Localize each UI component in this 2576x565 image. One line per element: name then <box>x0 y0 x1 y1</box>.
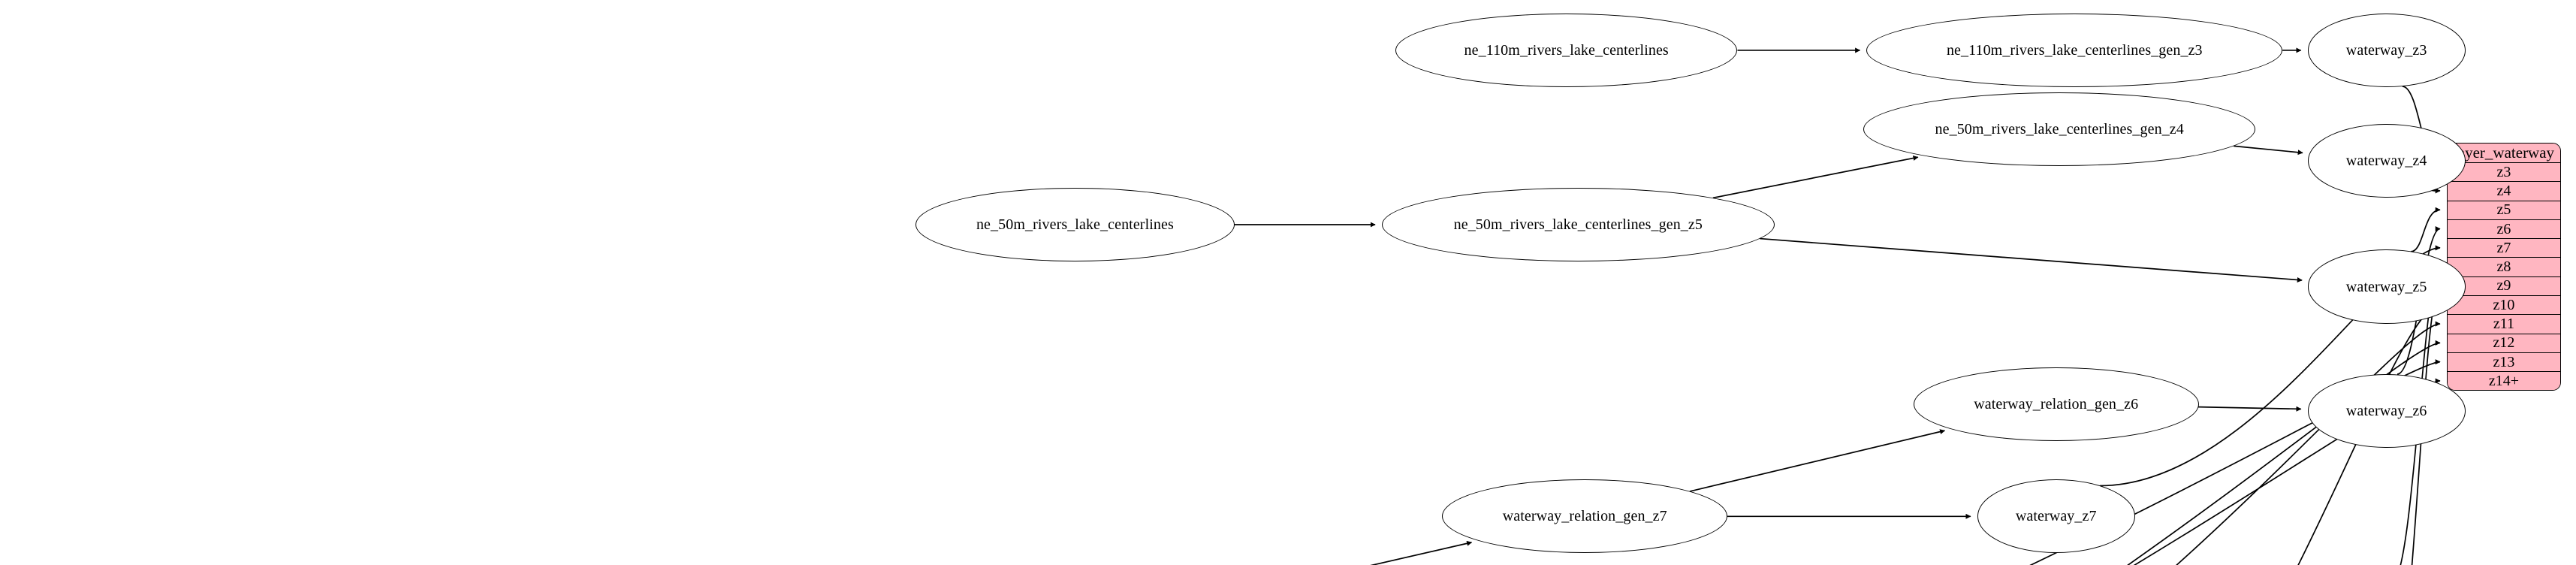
record-row-z4[interactable]: z4 <box>2448 182 2560 201</box>
node-label: waterway_z4 <box>2345 153 2427 170</box>
record-row-z14-plus[interactable]: z14+ <box>2448 372 2560 390</box>
node-label: ne_110m_rivers_lake_centerlines_gen_z3 <box>1946 41 2203 59</box>
node-label: ne_50m_rivers_lake_centerlines_gen_z4 <box>1935 120 2184 137</box>
node-ne_110m_rivers_lake_centerlines_gen_z3[interactable]: ne_110m_rivers_lake_centerlines_gen_z3 <box>1866 13 2283 88</box>
record-row-z7[interactable]: z7 <box>2448 239 2560 258</box>
record-header-layer-waterway: layer_waterway <box>2448 144 2560 163</box>
node-ne_50m_rivers_lake_centerlines[interactable]: ne_50m_rivers_lake_centerlines <box>915 187 1235 262</box>
node-waterway_relation_gen_z6[interactable]: waterway_relation_gen_z6 <box>1913 367 2199 441</box>
node-waterway_z6[interactable]: waterway_z6 <box>2307 373 2466 448</box>
node-label: ne_110m_rivers_lake_centerlines <box>1464 41 1669 59</box>
node-label: waterway_z5 <box>2345 278 2427 295</box>
node-label: ne_50m_rivers_lake_centerlines <box>976 216 1174 233</box>
record-row-z5[interactable]: z5 <box>2448 201 2560 220</box>
record-row-z6[interactable]: z6 <box>2448 219 2560 240</box>
record-row-z3[interactable]: z3 <box>2448 163 2560 183</box>
record-row-z10[interactable]: z10 <box>2448 296 2560 316</box>
node-label: waterway_z6 <box>2345 402 2427 419</box>
node-waterway_z5[interactable]: waterway_z5 <box>2307 249 2466 324</box>
node-label: waterway_z3 <box>2345 41 2427 59</box>
node-label: ne_50m_rivers_lake_centerlines_gen_z5 <box>1453 216 1703 233</box>
node-ne_50m_rivers_lake_centerlines_gen_z4[interactable]: ne_50m_rivers_lake_centerlines_gen_z4 <box>1863 92 2256 166</box>
record-row-z13[interactable]: z13 <box>2448 352 2560 373</box>
node-ne_50m_rivers_lake_centerlines_gen_z5[interactable]: ne_50m_rivers_lake_centerlines_gen_z5 <box>1382 187 1775 262</box>
node-waterway_z3[interactable]: waterway_z3 <box>2307 13 2466 88</box>
record-row-z9[interactable]: z9 <box>2448 276 2560 297</box>
node-ne_110m_rivers_lake_centerlines[interactable]: ne_110m_rivers_lake_centerlines <box>1395 13 1738 88</box>
record-row-z8[interactable]: z8 <box>2448 258 2560 277</box>
node-waterway_relation_gen_z7[interactable]: waterway_relation_gen_z7 <box>1442 479 1728 554</box>
node-label: waterway_relation_gen_z6 <box>1974 395 2139 412</box>
node-label: waterway_z7 <box>2015 508 2097 525</box>
record-row-z11[interactable]: z11 <box>2448 315 2560 334</box>
node-waterway_z7[interactable]: waterway_z7 <box>1977 479 2135 554</box>
node-label: waterway_relation_gen_z7 <box>1502 508 1667 525</box>
record-row-z12[interactable]: z12 <box>2448 334 2560 353</box>
node-waterway_z4[interactable]: waterway_z4 <box>2307 124 2466 198</box>
